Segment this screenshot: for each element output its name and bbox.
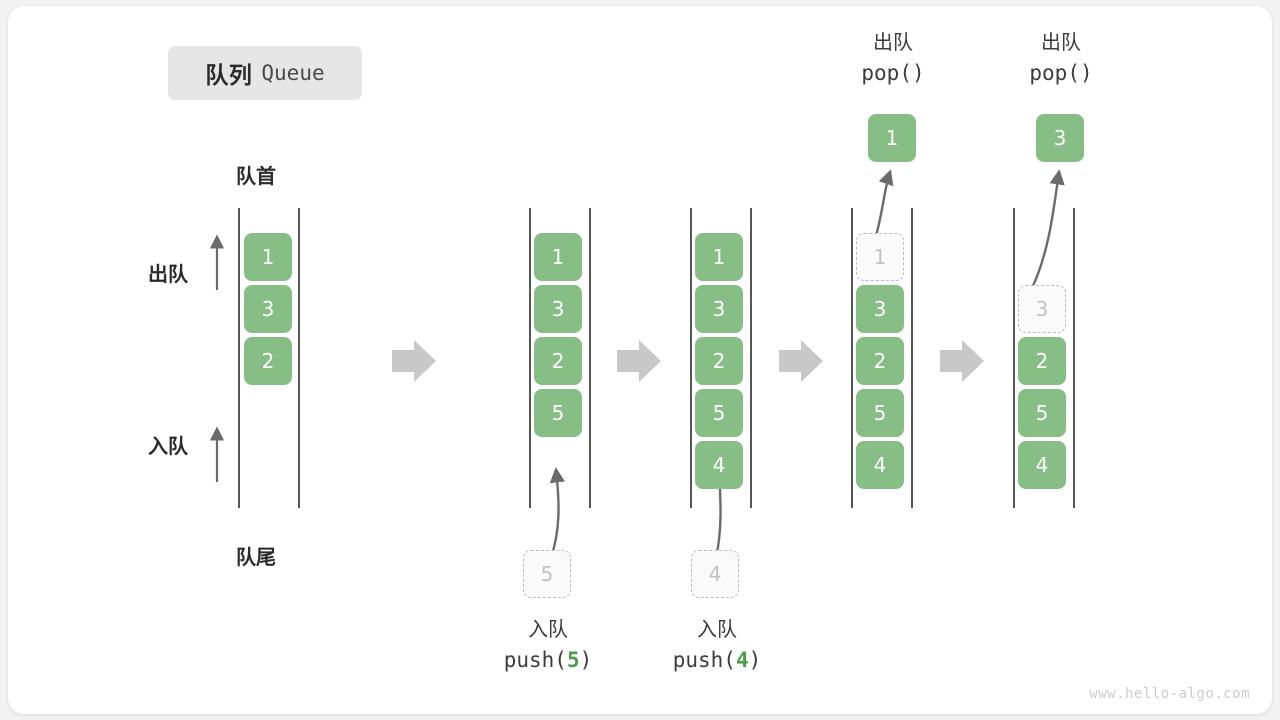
queue-element: 3: [695, 285, 743, 333]
queue-element: 4: [856, 441, 904, 489]
step-arrow-1: [392, 340, 436, 382]
queue-element: 2: [695, 337, 743, 385]
queue-element: 3: [856, 285, 904, 333]
queue-element: 2: [856, 337, 904, 385]
pop-2-label: 出队 pop(): [956, 28, 1166, 89]
pop-1-arrow: [874, 169, 894, 237]
rail-left-col1: [238, 208, 240, 508]
queue-element: 4: [695, 441, 743, 489]
rail-left-col2: [529, 208, 531, 508]
queue-element: 5: [695, 389, 743, 437]
step-arrow-4: [940, 340, 984, 382]
push-5-label-code: push(5): [503, 648, 593, 672]
rail-right-col1: [298, 208, 300, 508]
push-5-arrow: [549, 467, 566, 559]
incoming-element-5: 5: [523, 550, 571, 598]
queue-element: 5: [534, 389, 582, 437]
pop-3-arrow: [1030, 169, 1065, 289]
queue-element: 2: [244, 337, 292, 385]
rail-right-col4: [911, 208, 913, 508]
pop-2-label-code: pop(): [1029, 61, 1093, 85]
queue-element: 1: [695, 233, 743, 281]
rail-left-col5: [1013, 208, 1015, 508]
title-cn: 队列: [205, 62, 253, 88]
popped-element-1: 1: [868, 114, 916, 162]
queue-element: 5: [856, 389, 904, 437]
rail-right-col2: [589, 208, 591, 508]
dequeue-label: 出队: [148, 264, 188, 286]
push-4-label-cn: 入队: [697, 619, 737, 641]
push-5-label-cn: 入队: [528, 619, 568, 641]
pop-1-label: 出队 pop(): [788, 28, 998, 89]
title-badge: 队列 Queue: [168, 46, 362, 100]
watermark: www.hello-algo.com: [1089, 686, 1250, 702]
rail-left-col4: [851, 208, 853, 508]
rail-right-col5: [1073, 208, 1075, 508]
rail-right-col3: [750, 208, 752, 508]
front-label: 队首: [236, 166, 276, 188]
push-4-label-code: push(4): [672, 648, 762, 672]
incoming-element-4: 4: [691, 550, 739, 598]
pop-1-label-code: pop(): [861, 61, 925, 85]
queue-element: 1: [244, 233, 292, 281]
step-arrow-3: [779, 340, 823, 382]
queue-element: 4: [1018, 441, 1066, 489]
queue-element: 2: [534, 337, 582, 385]
popped-element-3: 3: [1036, 114, 1084, 162]
pop-1-label-cn: 出队: [873, 32, 913, 54]
queue-element: 1: [534, 233, 582, 281]
rear-label: 队尾: [236, 547, 276, 569]
pop-2-label-cn: 出队: [1041, 32, 1081, 54]
popped-slot-3: 3: [1018, 285, 1066, 333]
queue-element: 3: [244, 285, 292, 333]
step-arrow-2: [617, 340, 661, 382]
enqueue-label: 入队: [148, 436, 188, 458]
push-5-label: 入队 push(5): [443, 615, 653, 676]
queue-element: 5: [1018, 389, 1066, 437]
rail-left-col3: [690, 208, 692, 508]
title-en: Queue: [261, 61, 325, 85]
push-4-label: 入队 push(4): [612, 615, 822, 676]
queue-element: 3: [534, 285, 582, 333]
queue-element: 2: [1018, 337, 1066, 385]
popped-slot-1: 1: [856, 233, 904, 281]
